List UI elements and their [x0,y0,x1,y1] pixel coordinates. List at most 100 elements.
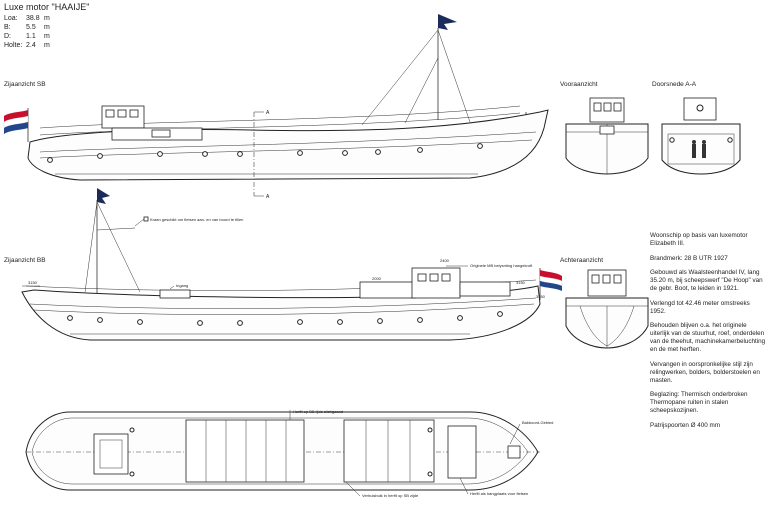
front-bow-detail [599,125,615,135]
porthole [477,143,483,149]
drawing-title: Luxe motor "HAAIJE" [4,2,90,12]
leader-line [459,477,469,495]
front-view-label: Vooraanzicht [560,81,598,88]
annotation-marker [143,216,149,222]
window [613,274,622,284]
porthole [237,151,243,157]
person-figure [702,140,706,158]
leader-line [169,285,175,290]
stay-line [361,29,439,126]
section-view: Doorsnede A-A [652,81,741,175]
note-paragraph: Verlengd tot 42.46 meter omstreeks 1952. [650,299,750,315]
porthole [377,318,383,324]
porthole [417,147,423,153]
rubbing-strake [39,131,537,153]
deck-plan: Herfit op BB lijde slichgaand Bakboord-G… [25,409,553,498]
window [129,109,139,118]
section-view-label: Doorsnede A-A [652,81,697,88]
leader-line [134,218,145,227]
annotation-lighting: Originele MB belysnting hangekroft [470,263,533,268]
porthole [202,151,208,157]
porthole [337,319,343,325]
stay-line [84,201,98,293]
spec-label: Loa: [4,15,18,22]
window [593,102,602,112]
porthole [457,315,463,321]
plan-annotation-bottom-left: Verhuisbuik in herfit op SB zijde [362,493,419,498]
porthole [375,149,381,155]
rubbing-strake [29,297,537,309]
window [151,129,171,138]
note-paragraph: Woonschip op basis van luxemotor Elizabe… [650,232,748,247]
window [441,273,451,282]
wheelhouse-bb [411,267,461,299]
bollard [129,471,135,477]
porthole [97,317,103,323]
note-paragraph: Vervangen in oorspronkelijke stijl zijn … [650,360,760,384]
crane-boom [96,227,136,231]
spec-value: 1.1 [26,33,36,40]
porthole [237,320,243,326]
spec-row: D: 1.1 m [4,32,50,41]
dutch-flag-blue [540,281,562,291]
spec-label: D: [4,33,11,40]
plan-hatch [343,419,435,483]
section-interior [667,133,735,165]
porthole [417,317,423,323]
hatch-cover [159,289,191,299]
aft-cabin [459,281,511,297]
porthole [342,150,348,156]
porthole [669,137,675,143]
porthole [696,104,704,112]
window [602,274,611,284]
side-view-sb-label: Zijaanzicht SB [4,81,46,88]
dimension-label: 3150 [28,280,38,285]
plan-annotation-hatch: Herfit op BB lijde slichgaand [293,409,343,414]
pennant-flag [438,14,457,30]
plan-fore-hatch [447,425,477,479]
spec-value: 38.8 [26,15,40,22]
stay-line [96,201,141,293]
spec-unit: m [44,33,50,40]
window [429,273,439,282]
annotation-entrance: Ingang [176,283,188,288]
window [613,102,622,112]
front-view: Vooraanzicht [560,81,649,175]
section-marker: A [266,110,270,116]
rear-view-label: Achteraanzicht [560,257,603,264]
note-paragraph: Patrijspoorten Ø 400 mm [650,421,720,429]
spec-value: 5.5 [26,24,36,31]
annotation-crane: Kraan geschikt om fietsen aan- en van bo… [150,217,243,222]
section-marker: A [266,194,270,200]
window [117,109,127,118]
porthole [497,311,503,317]
spec-unit: m [44,24,50,31]
rear-view: Achteraanzicht [560,257,649,349]
dimension-label: 3150 [536,294,546,299]
plan-annotation-store: Bakboord-Gebied [522,420,553,425]
dutch-flag-red [540,270,562,281]
dimension-label: 2000 [372,276,382,281]
porthole [297,319,303,325]
note-paragraph: Beglazing: Thermisch onderbroken Thermop… [650,391,748,414]
bollard [427,471,433,477]
section-hull [661,123,741,175]
note-paragraph: Brandmerk: 28 B UTR 1927 [650,254,728,262]
porthole [97,153,103,159]
railing-mid [39,112,521,136]
spec-value: 2.4 [26,42,36,49]
dimension-label: 2400 [440,258,450,263]
dutch-flag-blue [4,122,28,134]
plan-windlass [507,445,521,459]
railing-top [39,105,521,129]
porthole [47,157,53,163]
window [105,109,115,118]
plan-annotation-bottom-right: Herfit als hangplaats voor fietsen [470,491,528,496]
pennant-flag [97,188,110,204]
side-view-bb: Zijaanzicht BB [4,188,563,341]
leader-line [345,481,361,497]
